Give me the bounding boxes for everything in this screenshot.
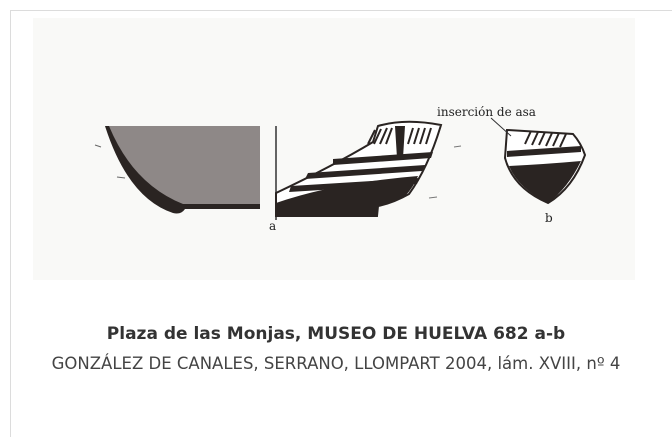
fragment-1-section [94, 126, 260, 214]
caption-reference-text: GONZÁLEZ DE CANALES, SERRANO, LLOMPART 2… [51, 354, 621, 373]
fragment-label-a: a [269, 219, 276, 233]
annotation-handle-insertion: inserción de asa [437, 105, 536, 119]
caption-title: Plaza de las Monjas, MUSEO DE HUELVA 682… [106, 324, 566, 344]
pottery-figure: inserción de asa a b [33, 18, 635, 280]
fragment-a-profile [275, 120, 462, 220]
caption-reference: GONZÁLEZ DE CANALES, SERRANO, LLOMPART 2… [0, 350, 672, 377]
fragment-label-b: b [545, 211, 553, 225]
fragment-b [490, 117, 587, 205]
pottery-drawing: inserción de asa a b [94, 105, 587, 233]
